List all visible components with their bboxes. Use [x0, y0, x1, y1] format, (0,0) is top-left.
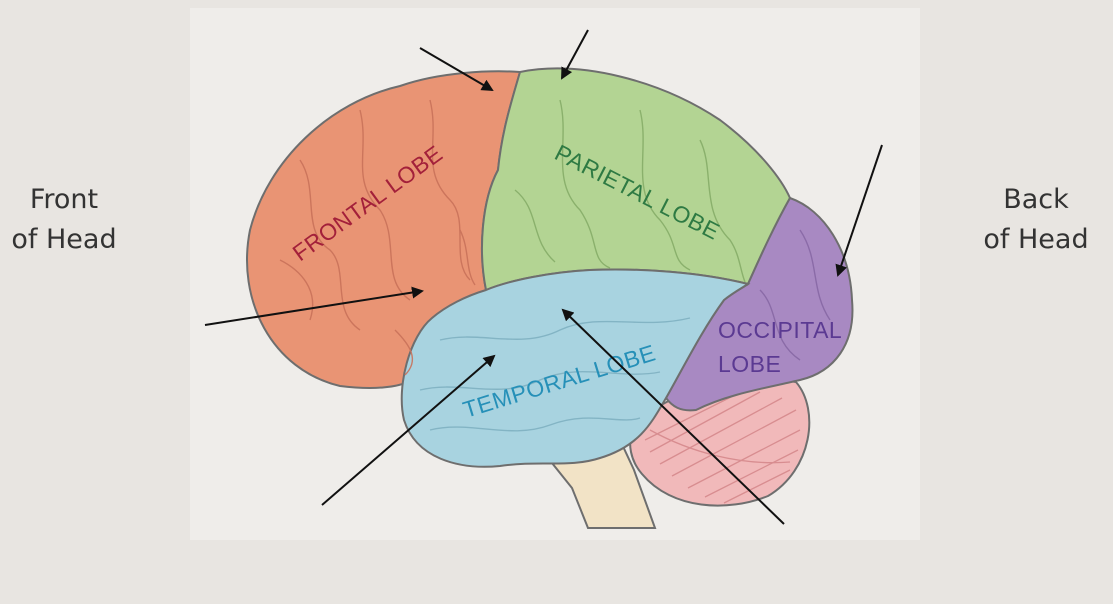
arrow-temporal-lower — [321, 354, 496, 506]
occipital-gyri — [759, 229, 831, 361]
arrow-parietal-top — [561, 29, 589, 80]
back-of-head-label: Back of Head — [972, 180, 1100, 260]
arrow-frontal-side — [204, 286, 424, 326]
arrow-occipital — [835, 144, 883, 277]
front-label-line1: Front — [29, 184, 99, 215]
back-label-line1: Back — [1003, 184, 1069, 215]
front-of-head-label: Front of Head — [8, 180, 120, 260]
parietal-gyri — [514, 99, 746, 283]
back-label-line2: of Head — [983, 224, 1089, 255]
cerebellum-folia — [644, 391, 801, 504]
front-label-line2: of Head — [11, 224, 117, 255]
temporal-lobe-region — [400, 268, 751, 468]
occipital-lobe-label-line2: LOBE — [718, 351, 781, 377]
pointer-arrows — [204, 29, 883, 525]
arrow-temporal-center — [561, 308, 785, 525]
frontal-gyri — [279, 99, 476, 376]
occipital-lobe-label-line1: OCCIPITAL — [718, 317, 842, 343]
arrow-frontal-top — [419, 47, 494, 92]
